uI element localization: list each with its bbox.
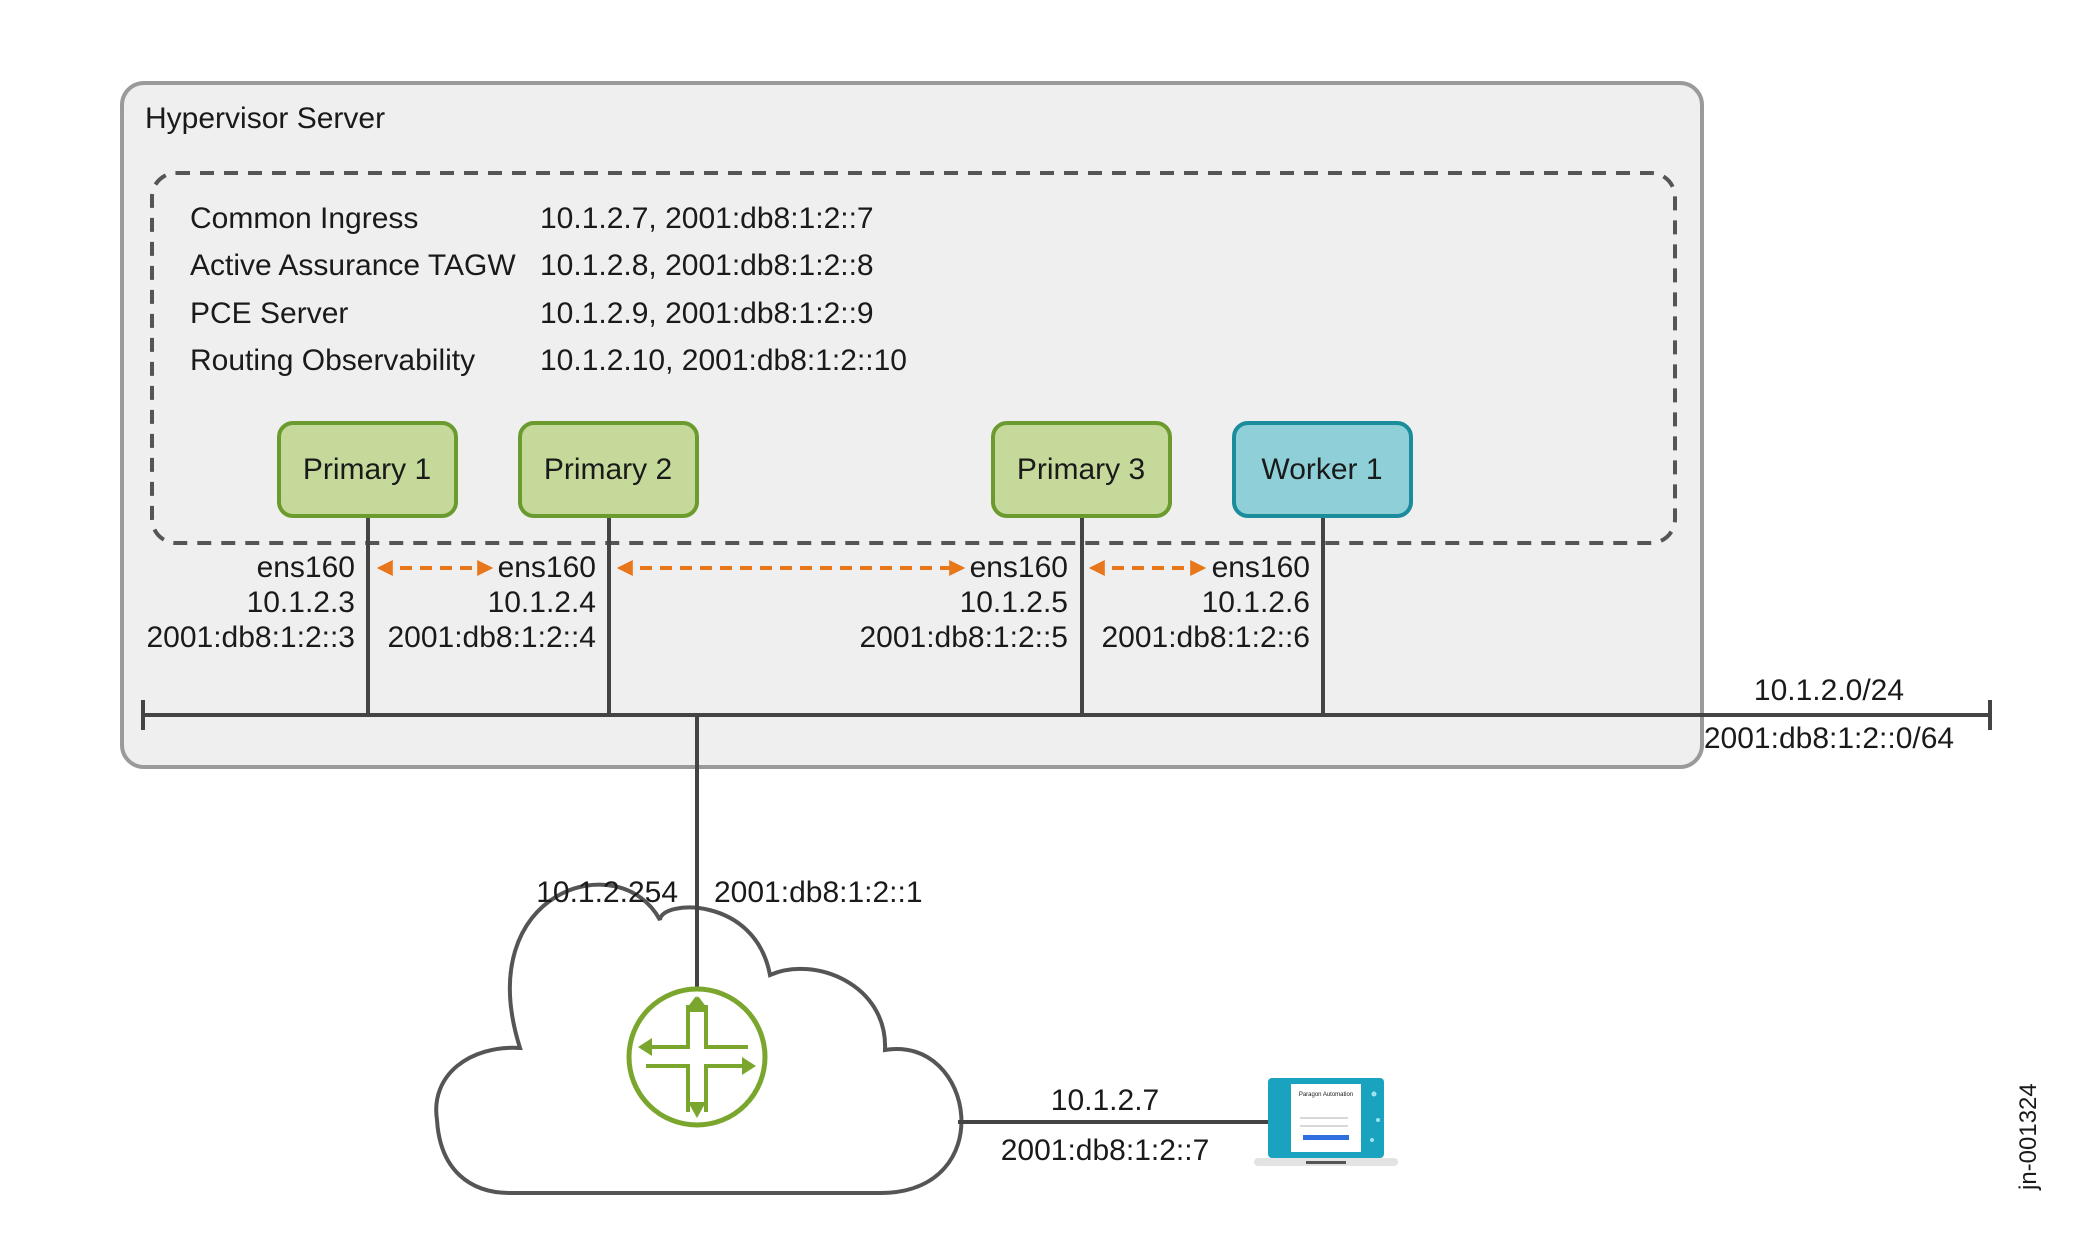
iface-name: ens160 [1212,551,1310,584]
node-label: Primary 3 [1017,453,1145,486]
service-name: Common Ingress [190,202,418,235]
node-label: Primary 2 [544,453,672,486]
iface-ipv6: 2001:db8:1:2::3 [146,621,355,654]
iface-ipv4: 10.1.2.6 [1202,586,1310,619]
iface-ipv6: 2001:db8:1:2::5 [859,621,1068,654]
iface-name: ens160 [498,551,596,584]
iface-name: ens160 [257,551,355,584]
iface-ipv4: 10.1.2.5 [960,586,1068,619]
gateway-ipv4: 10.1.2.254 [536,876,678,909]
service-address: 10.1.2.7, 2001:db8:1:2::7 [540,202,874,235]
node-label: Worker 1 [1261,453,1382,486]
iface-ipv4: 10.1.2.4 [488,586,596,619]
laptop-screen-title: Paragon Automation [1299,1092,1353,1098]
iface-ipv6: 2001:db8:1:2::4 [387,621,596,654]
node-primary-1[interactable]: Primary 1 [277,421,458,518]
hypervisor-server-box [120,81,1704,769]
node-primary-2[interactable]: Primary 2 [518,421,699,518]
service-name: PCE Server [190,297,348,330]
service-address: 10.1.2.9, 2001:db8:1:2::9 [540,297,874,330]
node-primary-3[interactable]: Primary 3 [991,421,1172,518]
network-bus [141,700,1992,730]
service-address: 10.1.2.10, 2001:db8:1:2::10 [540,344,907,377]
service-name: Active Assurance TAGW [190,249,516,282]
subnet-ipv4: 10.1.2.0/24 [1754,674,1904,707]
figure-id: jn-001324 [2015,1083,2042,1191]
gateway-ipv6: 2001:db8:1:2::1 [714,876,923,909]
node-label: Primary 1 [303,453,431,486]
service-name: Routing Observability [190,344,475,377]
node-links [366,515,1325,715]
laptop-icon: Paragon Automation [1254,1078,1398,1166]
router-icon [626,986,768,1128]
iface-ipv4: 10.1.2.3 [247,586,355,619]
service-address: 10.1.2.8, 2001:db8:1:2::8 [540,249,874,282]
interface-labels: ens160 10.1.2.3 2001:db8:1:2::3 ens160 1… [146,551,1310,654]
client-ipv4: 10.1.2.7 [1051,1084,1159,1117]
client-ipv6: 2001:db8:1:2::7 [1001,1134,1210,1167]
services-table: Common Ingress 10.1.2.7, 2001:db8:1:2::7… [190,202,907,377]
hypervisor-title: Hypervisor Server [145,102,385,135]
iface-name: ens160 [970,551,1068,584]
subnet-ipv6: 2001:db8:1:2::0/64 [1704,722,1954,755]
node-worker-1[interactable]: Worker 1 [1232,421,1413,518]
iface-ipv6: 2001:db8:1:2::6 [1101,621,1310,654]
